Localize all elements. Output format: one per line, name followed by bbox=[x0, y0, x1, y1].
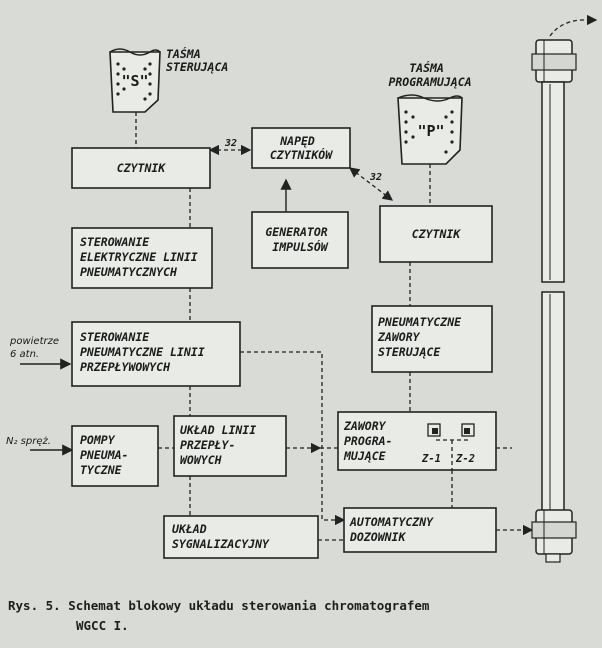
svg-text:POMPY PNEUMA- TYCZ: POMPY PNEUMA- TYCZNE bbox=[80, 433, 135, 477]
z2-label: Z-2 bbox=[455, 453, 475, 465]
svg-text:AUTOMATYCZNY DOZOWNIK: AUTOMATYCZNY DOZOWNIK bbox=[349, 515, 440, 544]
z1-label: Z-1 bbox=[421, 453, 441, 465]
block-czytnik-right: CZYTNIK bbox=[379, 205, 493, 263]
figure-caption: Rys. 5. Schemat blokowy układu sterowani… bbox=[8, 596, 598, 636]
n2-label: N₂ spręż. bbox=[6, 436, 51, 447]
svg-text:CZYTNIK: CZYTNIK bbox=[412, 227, 462, 241]
svg-text:Z-1 Z-2: Z-1 Z-2 bbox=[421, 453, 475, 465]
svg-text:GENERATOR IMPULSÓW: GENERATOR IMPULSÓW bbox=[265, 225, 334, 254]
connections bbox=[20, 14, 598, 541]
svg-text:NAPĘD CZYTNIKÓW: NAPĘD CZYTNIKÓW bbox=[270, 134, 333, 162]
svg-text:UKŁAD LINII PRZEPŁY-: UKŁAD LINII PRZEPŁY- WOWYCH bbox=[180, 423, 263, 467]
block-automatyczny-dozownik: AUTOMATYCZNY DOZOWNIK bbox=[343, 507, 497, 553]
tape-p-label: TAŚMA PROGRAMUJĄCA bbox=[388, 60, 471, 89]
svg-text:STEROWANIE PNEUMATYCZNE: STEROWANIE PNEUMATYCZNE LINII PRZEPŁYWOW… bbox=[80, 330, 212, 374]
block-sterowanie-pneumatyczne: STEROWANIE PNEUMATYCZNE LINII PRZEPŁYWOW… bbox=[71, 321, 241, 387]
svg-text:CZYTNIK: CZYTNIK bbox=[117, 161, 167, 175]
block-naped-czytnikow: NAPĘD CZYTNIKÓW bbox=[251, 127, 351, 169]
block-pneumatyczne-zawory: PNEUMATYCZNE ZAWORY STERUJĄCE bbox=[371, 305, 493, 373]
tape-s-icon: "S" bbox=[109, 48, 161, 113]
column-top-icon bbox=[531, 39, 577, 283]
block-sterowanie-elektryczne: STEROWANIE ELEKTRYCZNE LINII PNEUMATYCZN… bbox=[71, 227, 213, 289]
powietrze-label: powietrze 6 atn. bbox=[9, 336, 62, 360]
block-czytnik-left: CZYTNIK bbox=[71, 147, 211, 189]
block-uklad-sygnalizacyjny: UKŁAD SYGNALIZACYJNY bbox=[163, 515, 319, 559]
svg-text:UKŁAD SYGNALIZACYJNY: UKŁAD SYGNALIZACYJNY bbox=[172, 522, 270, 551]
tape-s-label: TAŚMA STERUJĄCA bbox=[166, 46, 228, 74]
caption-line-2: WGCC I. bbox=[76, 618, 129, 633]
link-32-label-a: 32 bbox=[224, 138, 237, 149]
tape-s-mark: "S" bbox=[121, 72, 148, 90]
link-32-label-b: 32 bbox=[369, 172, 382, 183]
block-pompy-pneumatyczne: POMPY PNEUMA- TYCZNE bbox=[71, 425, 159, 487]
svg-text:ZAWORY PROGRA- MUJ: ZAWORY PROGRA- MUJĄCE bbox=[343, 419, 399, 463]
column-bottom-icon bbox=[531, 291, 577, 563]
block-zawory-programujace: ZAWORY PROGRA- MUJĄCE Z-1 Z-2 bbox=[337, 411, 497, 471]
tape-p-icon: "P" bbox=[397, 94, 463, 165]
block-diagram: "S" TAŚMA STERUJĄCA "P" TAŚMA PROGRAMUJĄ… bbox=[6, 14, 598, 563]
block-uklad-linii: UKŁAD LINII PRZEPŁY- WOWYCH bbox=[173, 415, 287, 477]
valve-z2-icon bbox=[461, 423, 475, 437]
svg-text:PNEUMATYCZNE ZAWORY: PNEUMATYCZNE ZAWORY STERUJĄCE bbox=[377, 315, 468, 359]
valve-z1-icon bbox=[427, 423, 441, 437]
svg-text:STEROWANIE ELEKTRYCZNE L: STEROWANIE ELEKTRYCZNE LINII PNEUMATYCZN… bbox=[80, 235, 205, 279]
caption-line-1: Rys. 5. Schemat blokowy układu sterowani… bbox=[8, 598, 430, 613]
tape-p-mark: "P" bbox=[417, 122, 444, 140]
block-generator-impulsow: GENERATOR IMPULSÓW bbox=[251, 211, 349, 269]
